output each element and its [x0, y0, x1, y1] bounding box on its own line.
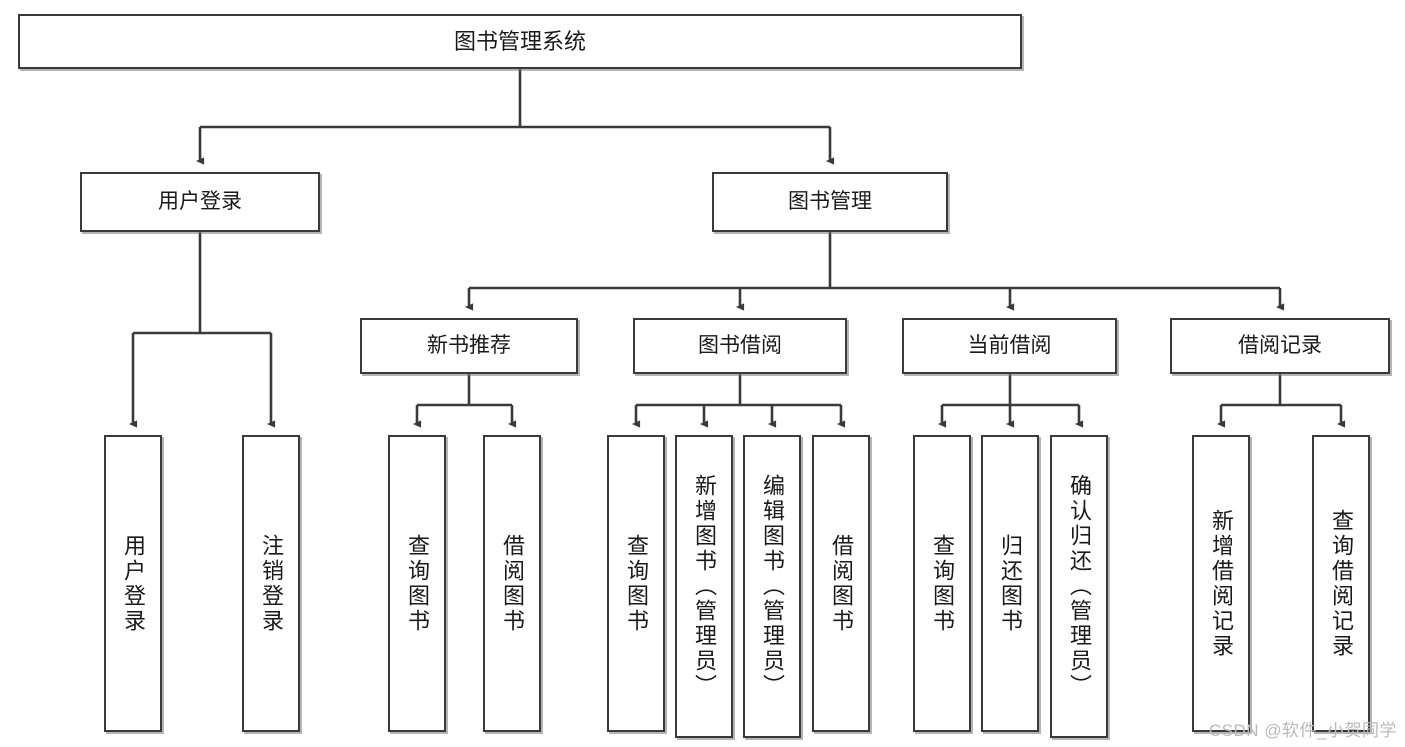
node-root[interactable]: 图书管理系统 [18, 14, 1022, 69]
node-leaf-query-record-label: 查询借阅记录 [1329, 508, 1354, 659]
node-leaf-return-book-label: 归还图书 [998, 533, 1023, 634]
node-leaf-query-book-borrow-label: 查询图书 [624, 533, 649, 634]
node-leaf-user-login-label: 用户登录 [121, 533, 146, 634]
node-borrow-record[interactable]: 借阅记录 [1170, 318, 1390, 374]
node-leaf-add-record-label: 新增借阅记录 [1209, 508, 1234, 659]
node-leaf-borrow-book-recommend-label: 借阅图书 [500, 533, 525, 634]
node-leaf-add-book[interactable]: 新增图书（管理员） [675, 435, 733, 738]
node-leaf-borrow-book-recommend[interactable]: 借阅图书 [483, 435, 541, 732]
node-leaf-user-login[interactable]: 用户登录 [104, 435, 162, 732]
node-current-borrow[interactable]: 当前借阅 [902, 318, 1117, 374]
node-leaf-logout-label: 注销登录 [259, 533, 284, 634]
node-user-login-label: 用户登录 [158, 189, 242, 213]
node-leaf-query-book-recommend[interactable]: 查询图书 [388, 435, 446, 732]
node-root-label: 图书管理系统 [453, 28, 586, 54]
node-leaf-add-record[interactable]: 新增借阅记录 [1192, 435, 1250, 732]
node-leaf-borrow-book-label: 借阅图书 [829, 533, 854, 634]
node-leaf-return-book[interactable]: 归还图书 [981, 435, 1039, 732]
node-leaf-query-book-borrow[interactable]: 查询图书 [607, 435, 665, 732]
node-leaf-query-book-current-label: 查询图书 [930, 533, 955, 634]
node-leaf-borrow-book[interactable]: 借阅图书 [812, 435, 870, 732]
node-leaf-query-book-current[interactable]: 查询图书 [913, 435, 971, 732]
node-leaf-add-book-label: 新增图书（管理员） [692, 474, 717, 699]
node-new-book-recommend-label: 新书推荐 [427, 333, 511, 357]
node-current-borrow-label: 当前借阅 [967, 333, 1052, 357]
csdn-watermark: CSDN @软件_小贺同学 [1208, 721, 1397, 740]
node-book-borrow[interactable]: 图书借阅 [633, 318, 847, 374]
node-leaf-confirm-return-label: 确认归还（管理员） [1067, 474, 1092, 699]
node-leaf-confirm-return[interactable]: 确认归还（管理员） [1050, 435, 1108, 738]
node-book-manage-label: 图书管理 [788, 189, 872, 213]
node-new-book-recommend[interactable]: 新书推荐 [360, 318, 578, 374]
node-user-login[interactable]: 用户登录 [80, 172, 320, 232]
node-leaf-edit-book[interactable]: 编辑图书（管理员） [743, 435, 801, 738]
node-leaf-query-record[interactable]: 查询借阅记录 [1312, 435, 1370, 732]
node-leaf-query-book-recommend-label: 查询图书 [405, 533, 430, 634]
node-book-manage[interactable]: 图书管理 [712, 172, 948, 232]
node-book-borrow-label: 图书借阅 [698, 333, 782, 357]
node-leaf-logout[interactable]: 注销登录 [242, 435, 300, 732]
node-leaf-edit-book-label: 编辑图书（管理员） [760, 474, 785, 699]
node-borrow-record-label: 借阅记录 [1238, 333, 1322, 357]
